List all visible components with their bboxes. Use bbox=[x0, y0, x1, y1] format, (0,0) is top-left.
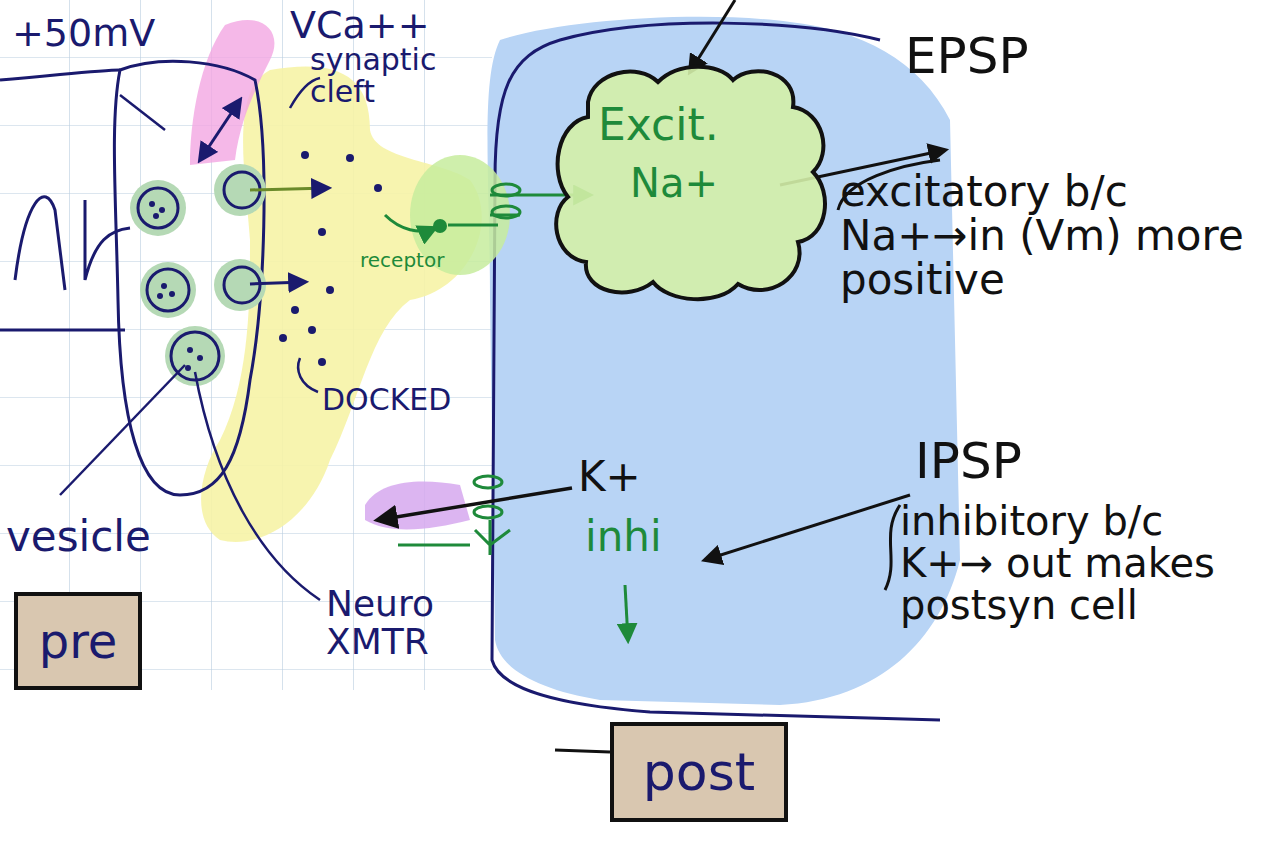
voltage-label: +50mV bbox=[12, 14, 162, 54]
region-label: synaptic cleft bbox=[310, 44, 485, 107]
leader-line bbox=[120, 95, 165, 130]
leader-arrow bbox=[705, 495, 910, 560]
node-text: Na+ bbox=[630, 162, 830, 204]
part-name: Neuro XMTR bbox=[326, 585, 491, 661]
note: excitatory b/c Na+→in (Vm) more positive bbox=[840, 170, 1260, 302]
leader-line bbox=[298, 358, 318, 392]
highlight bbox=[365, 482, 470, 530]
receptor-channel bbox=[448, 195, 520, 225]
ion-label: K+ bbox=[578, 455, 658, 499]
potential-label: IPSP bbox=[915, 435, 1115, 488]
leader-line bbox=[885, 505, 900, 590]
axon bbox=[0, 70, 125, 330]
release-arrow bbox=[250, 282, 305, 284]
state-label: DOCKED bbox=[322, 384, 492, 416]
node-text: pre bbox=[39, 616, 118, 666]
node-text: post bbox=[643, 745, 755, 800]
binding-arrow bbox=[385, 215, 435, 231]
state-label: inhi bbox=[585, 515, 695, 559]
vesicles bbox=[130, 164, 266, 386]
receptor-site bbox=[433, 219, 447, 233]
potential-label: EPSP bbox=[905, 30, 1105, 83]
action-potential bbox=[15, 197, 130, 290]
channel bbox=[474, 476, 502, 488]
cloud-shape: Excit. Na+ bbox=[548, 62, 830, 300]
down-arrow bbox=[625, 585, 628, 640]
channel bbox=[492, 206, 520, 218]
node-text: Excit. bbox=[598, 102, 830, 148]
channel-label: VCa++ bbox=[290, 6, 460, 46]
postsynaptic-cell bbox=[488, 17, 961, 705]
channel bbox=[474, 506, 502, 518]
potassium-arrow bbox=[378, 488, 572, 520]
note: inhibitory b/c K+→ out makes postsyn cel… bbox=[900, 500, 1260, 626]
part-name: receptor bbox=[360, 250, 470, 271]
presynaptic-terminal bbox=[114, 61, 264, 495]
region-box: post bbox=[610, 722, 788, 822]
synaptic-cleft bbox=[201, 67, 482, 542]
input-arrow bbox=[690, 0, 735, 72]
grid-paper bbox=[0, 0, 492, 690]
release-arrow bbox=[250, 188, 328, 190]
region-box: pre bbox=[14, 592, 142, 690]
inhibitory-receptor bbox=[398, 520, 510, 555]
leader-line bbox=[195, 372, 320, 600]
neurotransmitter-dots bbox=[149, 151, 382, 371]
calcium-arrow bbox=[200, 100, 240, 160]
postsynaptic-membrane bbox=[492, 23, 940, 720]
leader-line bbox=[60, 365, 185, 495]
part-name: vesicle bbox=[6, 515, 206, 559]
leader-line bbox=[555, 750, 610, 752]
channel bbox=[492, 184, 520, 196]
